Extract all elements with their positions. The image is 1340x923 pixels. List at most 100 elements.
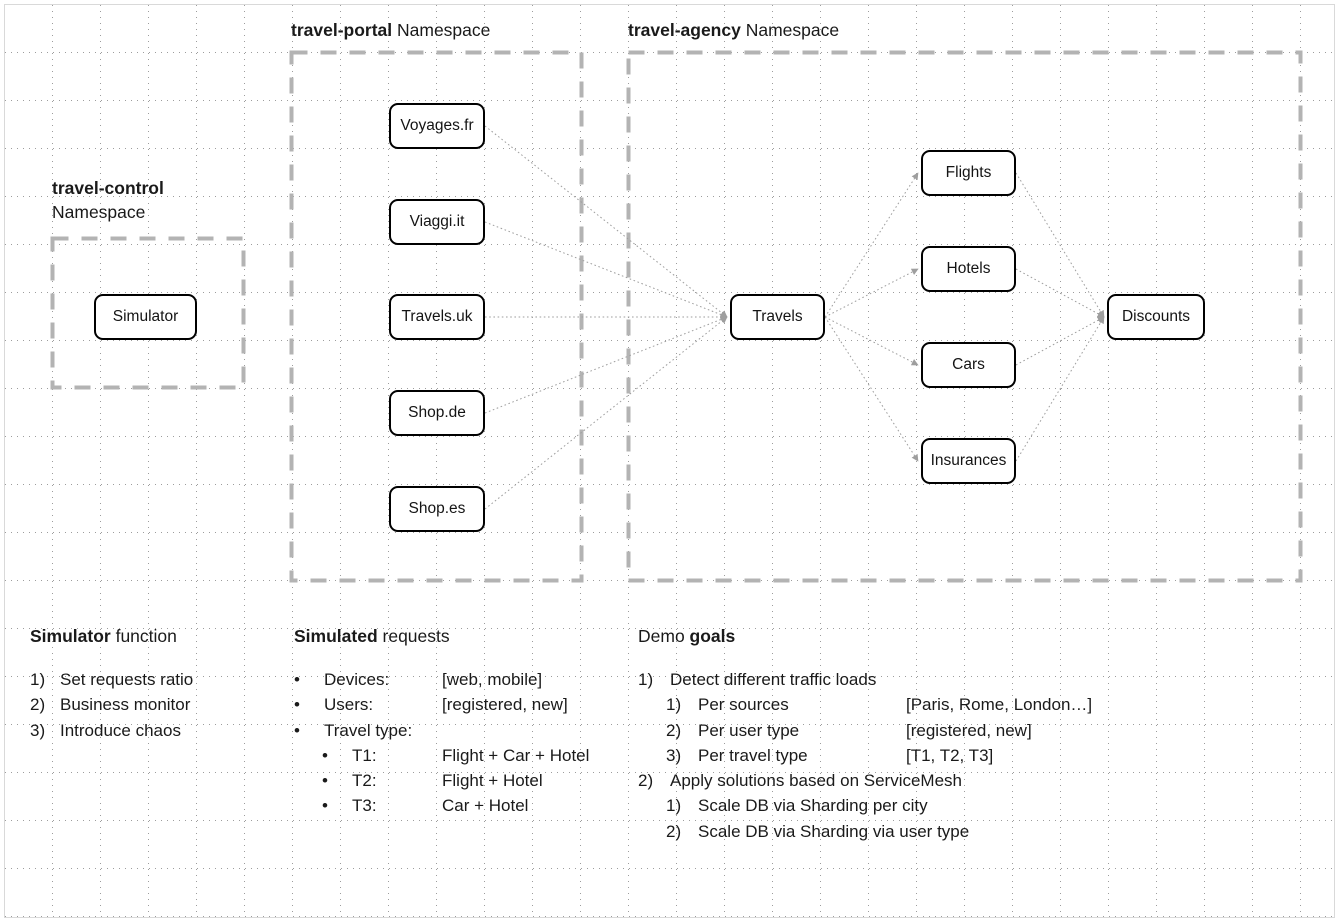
legend-item-marker: 2) [638,771,654,791]
namespace-suffix-travel-portal: Namespace [392,20,491,40]
node-label-voyages: Voyages.fr [400,117,474,134]
legend-item: • T2: Flight + Hotel [294,768,589,793]
page-frame [4,4,1335,918]
legend-item-text: Users: [324,695,374,715]
namespace-label-travel-agency: travel-agency Namespace [628,18,839,42]
legend-heading-2-rest: requests [377,626,450,646]
legend-item: 2) Scale DB via Sharding via user type [638,819,1092,844]
legend-item-value: Flight + Car + Hotel [442,745,590,765]
node-hotels[interactable]: Hotels [921,246,1016,292]
legend-item-marker: 2) [666,720,682,740]
namespace-boundaries [50,50,1303,583]
legend-item-text: T1: [352,745,377,765]
node-label-simulator: Simulator [112,308,179,325]
legend-item-marker: 1) [638,670,654,689]
node-label-insurances: Insurances [930,452,1007,469]
legend-demo-goals: Demo goals 1) Detect different traffic lo… [638,626,1092,844]
node-simulator[interactable]: Simulator [94,294,197,340]
legend-item-text: Per travel type [698,745,808,765]
legend-item-text: Per sources [698,695,789,715]
node-voyages[interactable]: Voyages.fr [389,103,485,149]
node-flights[interactable]: Flights [921,150,1016,196]
namespace-suffix-travel-control: Namespace [52,202,146,223]
namespace-name-travel-portal: travel-portal [291,20,393,40]
legend-item-marker: • [322,745,328,765]
legend-item-text: T3: [352,796,377,816]
legend-list-1: 1) Set requests ratio 2) Business monitor 3)… [30,667,193,743]
legend-list-3: 1) Detect different traffic loads 1) Per so… [638,667,1092,844]
legend-item-value: [registered, new] [906,720,1032,740]
namespace-name-travel-control: travel-control [52,178,164,198]
legend-item-value: [registered, new] [442,695,568,715]
node-travels[interactable]: Travels [730,294,825,340]
node-label-viaggi: Viaggi.it [409,213,465,230]
legend-item: 2) Business monitor [30,692,193,717]
node-label-cars: Cars [952,356,985,373]
node-travelsuk[interactable]: Travels.uk [389,294,485,340]
legend-item-value: [T1, T2, T3] [906,745,994,765]
legend-item: 1) Set requests ratio [30,667,193,692]
node-shopde[interactable]: Shop.de [389,390,485,436]
node-label-travels: Travels [752,308,803,325]
legend-simulated-requests: Simulated requests • Devices: [web, mobile… [294,626,589,819]
namespace-label-travel-portal: travel-portal Namespace [291,18,490,42]
legend-item: 1) Per sources [Paris, Rome, London…] [638,692,1092,717]
legend-item: 2)Apply solutions based on ServiceMesh [638,768,1092,793]
node-label-shopde: Shop.de [408,404,466,421]
legend-item-text: Detect different traffic loads [670,670,877,689]
legend-heading-3-rest: Demo [638,626,690,646]
legend-heading-2-bold: Simulated [294,626,378,646]
legend-item-marker: • [322,771,328,791]
legend-item: • Devices: [web, mobile] [294,667,589,692]
legend-item-marker: 2) [666,821,682,841]
namespace-suffix-travel-agency: Namespace [740,20,840,40]
legend-heading-3-bold: goals [689,626,736,646]
legend-item-text: Travel type: [324,720,413,740]
legend-item-marker: 1) [666,695,682,715]
legend-item: •Travel type: [294,718,589,743]
legend-item-text: Set requests ratio [60,670,194,689]
legend-item: •T3:Car + Hotel [294,793,589,818]
legend-item: 1) Detect different traffic loads [638,667,1092,692]
node-label-discounts: Discounts [1121,308,1191,325]
legend-item-text: Scale DB via Sharding via user type [698,821,970,841]
legend-item: 3) Per travel type [T1, T2, T3] [638,743,1092,768]
namespace-name-travel-agency: travel-agency [628,20,741,40]
node-cars[interactable]: Cars [921,342,1016,388]
legend-simulator-function: Simulator function 1) Set requests ratio 2… [30,626,193,743]
node-label-travelsuk: Travels.uk [401,308,473,325]
node-label-flights: Flights [945,164,992,181]
legend-item-value: [Paris, Rome, London…] [906,695,1093,715]
legend-item-marker: 3) [666,745,682,765]
legend-item: 1)Scale DB via Sharding per city [638,793,1092,818]
node-insurances[interactable]: Insurances [921,438,1016,484]
legend-item-text: Business monitor [60,695,191,715]
legend-heading-1: Simulator function [30,626,193,647]
legend-item-value: [web, mobile] [442,670,543,689]
node-discounts[interactable]: Discounts [1107,294,1205,340]
legend-item-text: Scale DB via Sharding per city [698,796,928,816]
legend-item: • Users: [registered, new] [294,692,589,717]
legend-item: • T1: Flight + Car + Hotel [294,743,589,768]
node-viaggi[interactable]: Viaggi.it [389,199,485,245]
legend-item-marker: • [294,695,300,715]
legend-list-2: • Devices: [web, mobile] • Users: [registered… [294,667,589,819]
legend-item-marker: 2) [30,695,46,715]
legend-item: 2) Per user type [registered, new] [638,718,1092,743]
legend-item-marker: 1) [30,670,46,689]
node-shopes[interactable]: Shop.es [389,486,485,532]
legend-item-text: Per user type [698,720,800,740]
legend-item-value: Car + Hotel [442,796,529,816]
legend-item-marker: • [294,670,300,689]
legend-item: 3)Introduce chaos [30,718,193,743]
legend-heading-1-rest: function [110,626,177,646]
legend-item-text: Devices: [324,670,390,689]
legend-item-text: T2: [352,771,377,791]
legend-item-marker: 3) [30,720,46,740]
legend-heading-1-bold: Simulator [30,626,111,646]
node-label-hotels: Hotels [946,260,991,277]
legend-heading-2: Simulated requests [294,626,589,647]
legend-item-value: Flight + Hotel [442,771,543,791]
